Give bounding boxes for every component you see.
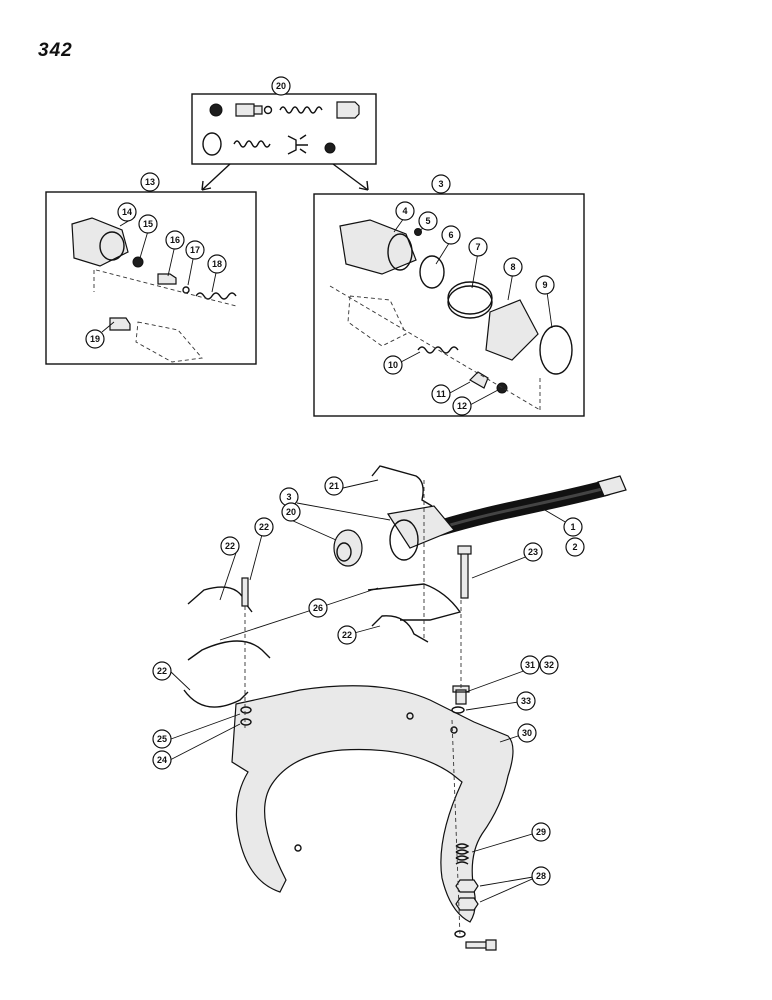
clamps (183, 465, 472, 708)
svg-text:20: 20 (276, 81, 286, 91)
callout-22-bottom: 22 (152, 661, 172, 681)
svg-text:33: 33 (521, 696, 531, 706)
svg-text:5: 5 (425, 216, 430, 226)
svg-text:22: 22 (342, 630, 352, 640)
callout-30: 30 (517, 723, 537, 743)
callout-21: 20 (281, 502, 301, 522)
svg-text:13: 13 (145, 177, 155, 187)
svg-text:21: 21 (329, 481, 339, 491)
svg-text:11: 11 (436, 389, 446, 399)
callout-27: 23 (523, 542, 543, 562)
svg-text:3: 3 (438, 179, 443, 189)
callout-12: 12 (452, 396, 472, 416)
callout-33: 33 (516, 691, 536, 711)
svg-text:19: 19 (90, 334, 100, 344)
svg-text:1: 1 (570, 522, 575, 532)
callout-3: 3 (431, 174, 451, 194)
svg-text:10: 10 (388, 360, 398, 370)
svg-text:17: 17 (190, 245, 200, 255)
svg-text:22: 22 (157, 666, 167, 676)
svg-text:23: 23 (528, 547, 538, 557)
coupling-body-icon (339, 219, 417, 275)
callout-10: 10 (383, 355, 403, 375)
sleeve-icon (336, 101, 360, 119)
svg-text:20: 20 (286, 507, 296, 517)
svg-text:22: 22 (225, 541, 235, 551)
coupling-box-3 (313, 190, 585, 417)
svg-text:25: 25 (157, 734, 167, 744)
svg-text:26: 26 (313, 603, 323, 613)
callout-6: 6 (441, 225, 461, 245)
callout-18: 18 (207, 254, 227, 274)
callout-26: 26 (308, 598, 328, 618)
callout-19: 19 (85, 329, 105, 349)
callout-22-top: 21 (324, 476, 344, 496)
callout-31: 31 (520, 655, 540, 675)
poppet-icon (235, 103, 263, 117)
svg-text:18: 18 (212, 259, 222, 269)
svg-text:15: 15 (143, 219, 153, 229)
seal-ring-icon (209, 103, 223, 117)
svg-text:16: 16 (170, 235, 180, 245)
callout-13: 13 (140, 172, 160, 192)
seal-kit-box-20 (191, 86, 377, 191)
callout-8: 8 (503, 257, 523, 277)
svg-text:31: 31 (525, 660, 535, 670)
spring-icon (279, 106, 323, 114)
svg-text:22: 22 (259, 522, 269, 532)
callout-32: 32 (539, 655, 559, 675)
alignment-lines (244, 480, 462, 937)
callout-23: 22 (254, 517, 274, 537)
svg-text:6: 6 (448, 230, 453, 240)
hose-assembly (333, 475, 627, 567)
svg-text:24: 24 (157, 755, 167, 765)
svg-text:7: 7 (475, 242, 480, 252)
svg-text:3: 3 (286, 492, 291, 502)
svg-text:28: 28 (536, 871, 546, 881)
svg-text:4: 4 (402, 206, 407, 216)
callout-22-left: 22 (220, 536, 240, 556)
svg-text:2: 2 (572, 542, 577, 552)
callout-9: 9 (535, 275, 555, 295)
callout-2: 2 (565, 537, 585, 557)
sleeve-icon (485, 299, 539, 361)
callout-1: 1 (563, 517, 583, 537)
svg-text:32: 32 (544, 660, 554, 670)
svg-text:14: 14 (122, 207, 132, 217)
callout-11: 11 (431, 384, 451, 404)
coupling-box-13 (45, 190, 257, 365)
dust-cap-icon (333, 529, 363, 567)
svg-text:9: 9 (542, 280, 547, 290)
callout-24: 24 (152, 750, 172, 770)
callout-15: 15 (138, 214, 158, 234)
svg-text:30: 30 (522, 728, 532, 738)
callout-4: 4 (395, 201, 415, 221)
callout-16: 16 (165, 230, 185, 250)
callout-22-mid: 22 (337, 625, 357, 645)
callout-29: 29 (531, 822, 551, 842)
callout-20: 20 (271, 76, 291, 96)
o-ring-icon (202, 132, 222, 156)
spring-icon (233, 140, 271, 148)
mounting-bracket (231, 685, 514, 923)
seal-icon (324, 142, 336, 154)
callout-17: 17 (185, 240, 205, 260)
page-number: 342 (38, 40, 73, 61)
svg-text:29: 29 (536, 827, 546, 837)
callout-5: 5 (418, 211, 438, 231)
svg-text:8: 8 (510, 262, 515, 272)
svg-text:12: 12 (457, 401, 467, 411)
callout-28: 28 (531, 866, 551, 886)
callout-14: 14 (117, 202, 137, 222)
retainer-icon (287, 134, 308, 155)
callout-25: 25 (152, 729, 172, 749)
callout-7: 7 (468, 237, 488, 257)
